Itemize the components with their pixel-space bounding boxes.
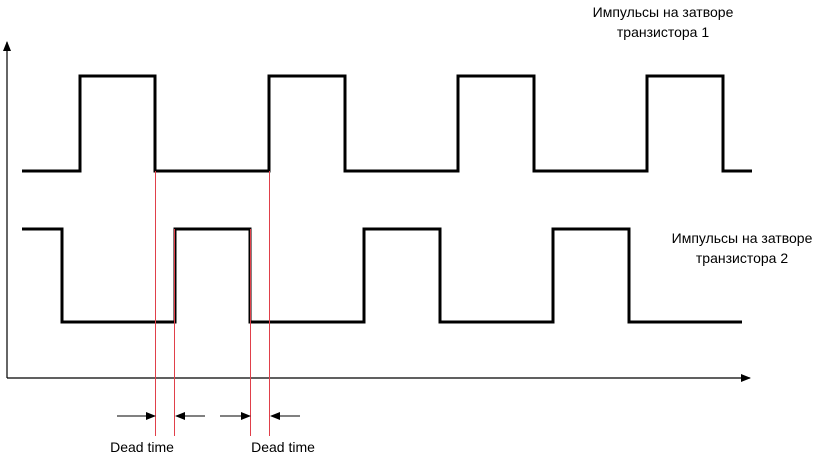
dead-time-label-1: Dead time [110, 439, 174, 455]
signal-2-label-line1: Импульсы на затворе [671, 230, 813, 246]
dead-time-label-2: Dead time [251, 439, 315, 455]
signal-1-label: Импульсы на затворе транзистора 1 [568, 2, 758, 42]
signal-2-label-line2: транзистора 2 [695, 250, 789, 266]
signal-transistor-1 [22, 74, 752, 173]
signal-2-label: Импульсы на затворе транзистора 2 [647, 228, 827, 268]
signal-transistor-2 [22, 227, 742, 324]
signal-1-label-line1: Импульсы на затворе [592, 4, 734, 20]
dead-time-markers [155, 171, 270, 436]
signal-1-label-line2: транзистора 1 [616, 24, 710, 40]
